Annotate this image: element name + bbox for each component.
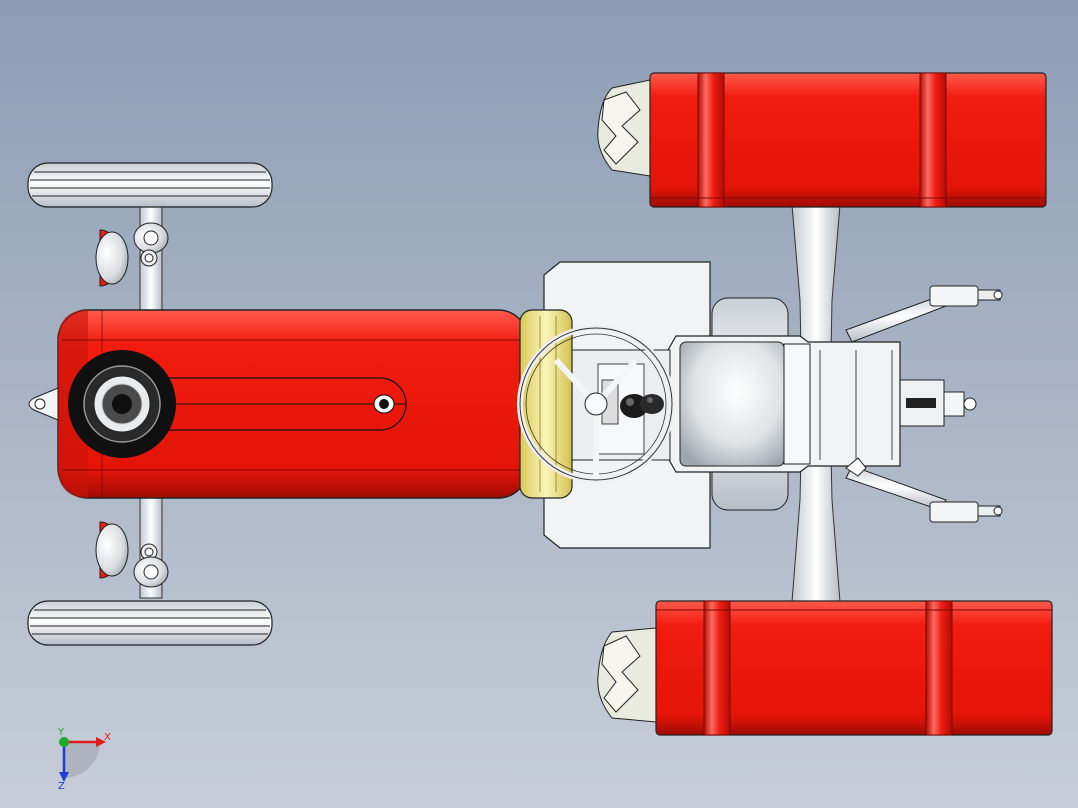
- front-lamp-bottom: [95, 521, 129, 579]
- view-orientation-triad[interactable]: X Y Z: [50, 728, 120, 798]
- steering-wheel[interactable]: [517, 325, 675, 483]
- triad-graphic: [59, 737, 106, 782]
- x-axis-label: X: [104, 732, 111, 743]
- rear-fender-top: [649, 72, 1047, 208]
- rear-fender-bottom: [655, 600, 1053, 736]
- z-axis-arrowhead: [59, 772, 69, 782]
- rear-axle-assembly: [597, 72, 1053, 736]
- kingpin-bottom: [133, 543, 169, 588]
- three-point-hitch: [845, 285, 1003, 523]
- hood: [28, 309, 529, 499]
- y-axis-marker: [59, 737, 69, 747]
- exhaust-stack: [68, 350, 176, 458]
- front-lamp-top: [95, 229, 129, 287]
- front-axle-assembly: [27, 162, 273, 646]
- front-wheel-top: [27, 162, 273, 208]
- x-axis-arrowhead: [96, 737, 106, 747]
- kingpin-top: [133, 222, 169, 267]
- y-axis-label: Y: [58, 727, 65, 738]
- front-wheel-bottom: [27, 600, 273, 646]
- z-axis-label: Z: [58, 781, 65, 792]
- seat-and-transmission: [667, 297, 901, 511]
